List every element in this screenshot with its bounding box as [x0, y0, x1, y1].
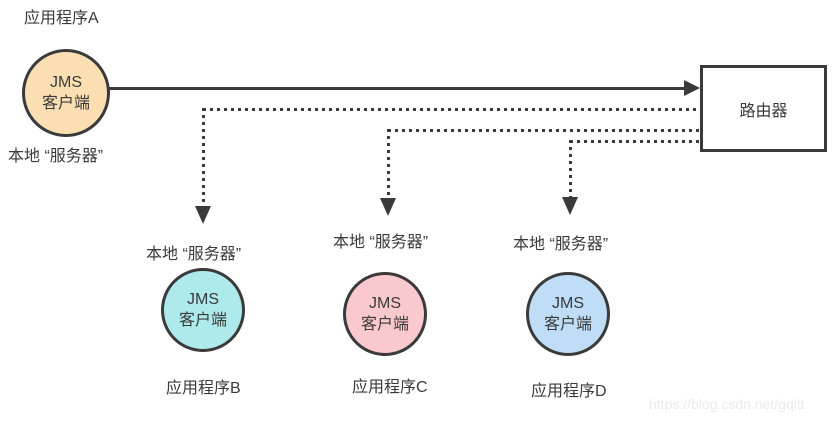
edge-router-to-c-hline: [388, 129, 700, 132]
edge-router-to-d-arrowhead-icon: [562, 197, 578, 215]
edge-router-to-b-vline: [202, 108, 205, 206]
edge-router-to-d-vline: [569, 140, 572, 197]
app-c-title: 应用程序C: [352, 379, 428, 396]
jms-client-c-line2: 客户端: [360, 316, 409, 333]
app-a-title: 应用程序A: [24, 10, 99, 27]
jms-client-d-node: JMS 客户端: [526, 272, 610, 356]
edge-a-to-router-line: [108, 87, 686, 90]
jms-client-a-line1: JMS: [50, 74, 82, 91]
jms-client-d-line2: 客户端: [543, 316, 592, 333]
local-server-b-label: 本地 “服务器”: [146, 246, 242, 263]
edge-router-to-c-arrowhead-icon: [380, 198, 396, 216]
local-server-d-label: 本地 “服务器”: [513, 236, 609, 253]
router-node: 路由器: [700, 65, 827, 152]
jms-client-a-line2: 客户端: [41, 95, 90, 112]
app-d-title: 应用程序D: [531, 383, 607, 400]
jms-client-b-line2: 客户端: [178, 312, 227, 329]
watermark: https://blog.csdn.net/gqltt: [649, 396, 805, 412]
app-b-title: 应用程序B: [166, 380, 241, 397]
jms-client-d-line1: JMS: [552, 295, 584, 312]
jms-client-c-node: JMS 客户端: [343, 272, 427, 356]
edge-router-to-d-hline: [570, 140, 700, 143]
edge-a-to-router-arrowhead-icon: [684, 80, 700, 96]
jms-client-a-node: JMS 客户端: [22, 49, 110, 137]
edge-router-to-c-vline: [387, 129, 390, 198]
jms-client-b-line1: JMS: [187, 291, 219, 308]
jms-client-c-line1: JMS: [369, 295, 401, 312]
jms-client-b-node: JMS 客户端: [161, 268, 245, 352]
edge-router-to-b-hline: [203, 108, 700, 111]
edge-router-to-b-arrowhead-icon: [195, 206, 211, 224]
local-server-c-label: 本地 “服务器”: [333, 234, 429, 251]
local-server-a-label: 本地 “服务器”: [8, 148, 104, 165]
router-label: 路由器: [739, 102, 788, 120]
